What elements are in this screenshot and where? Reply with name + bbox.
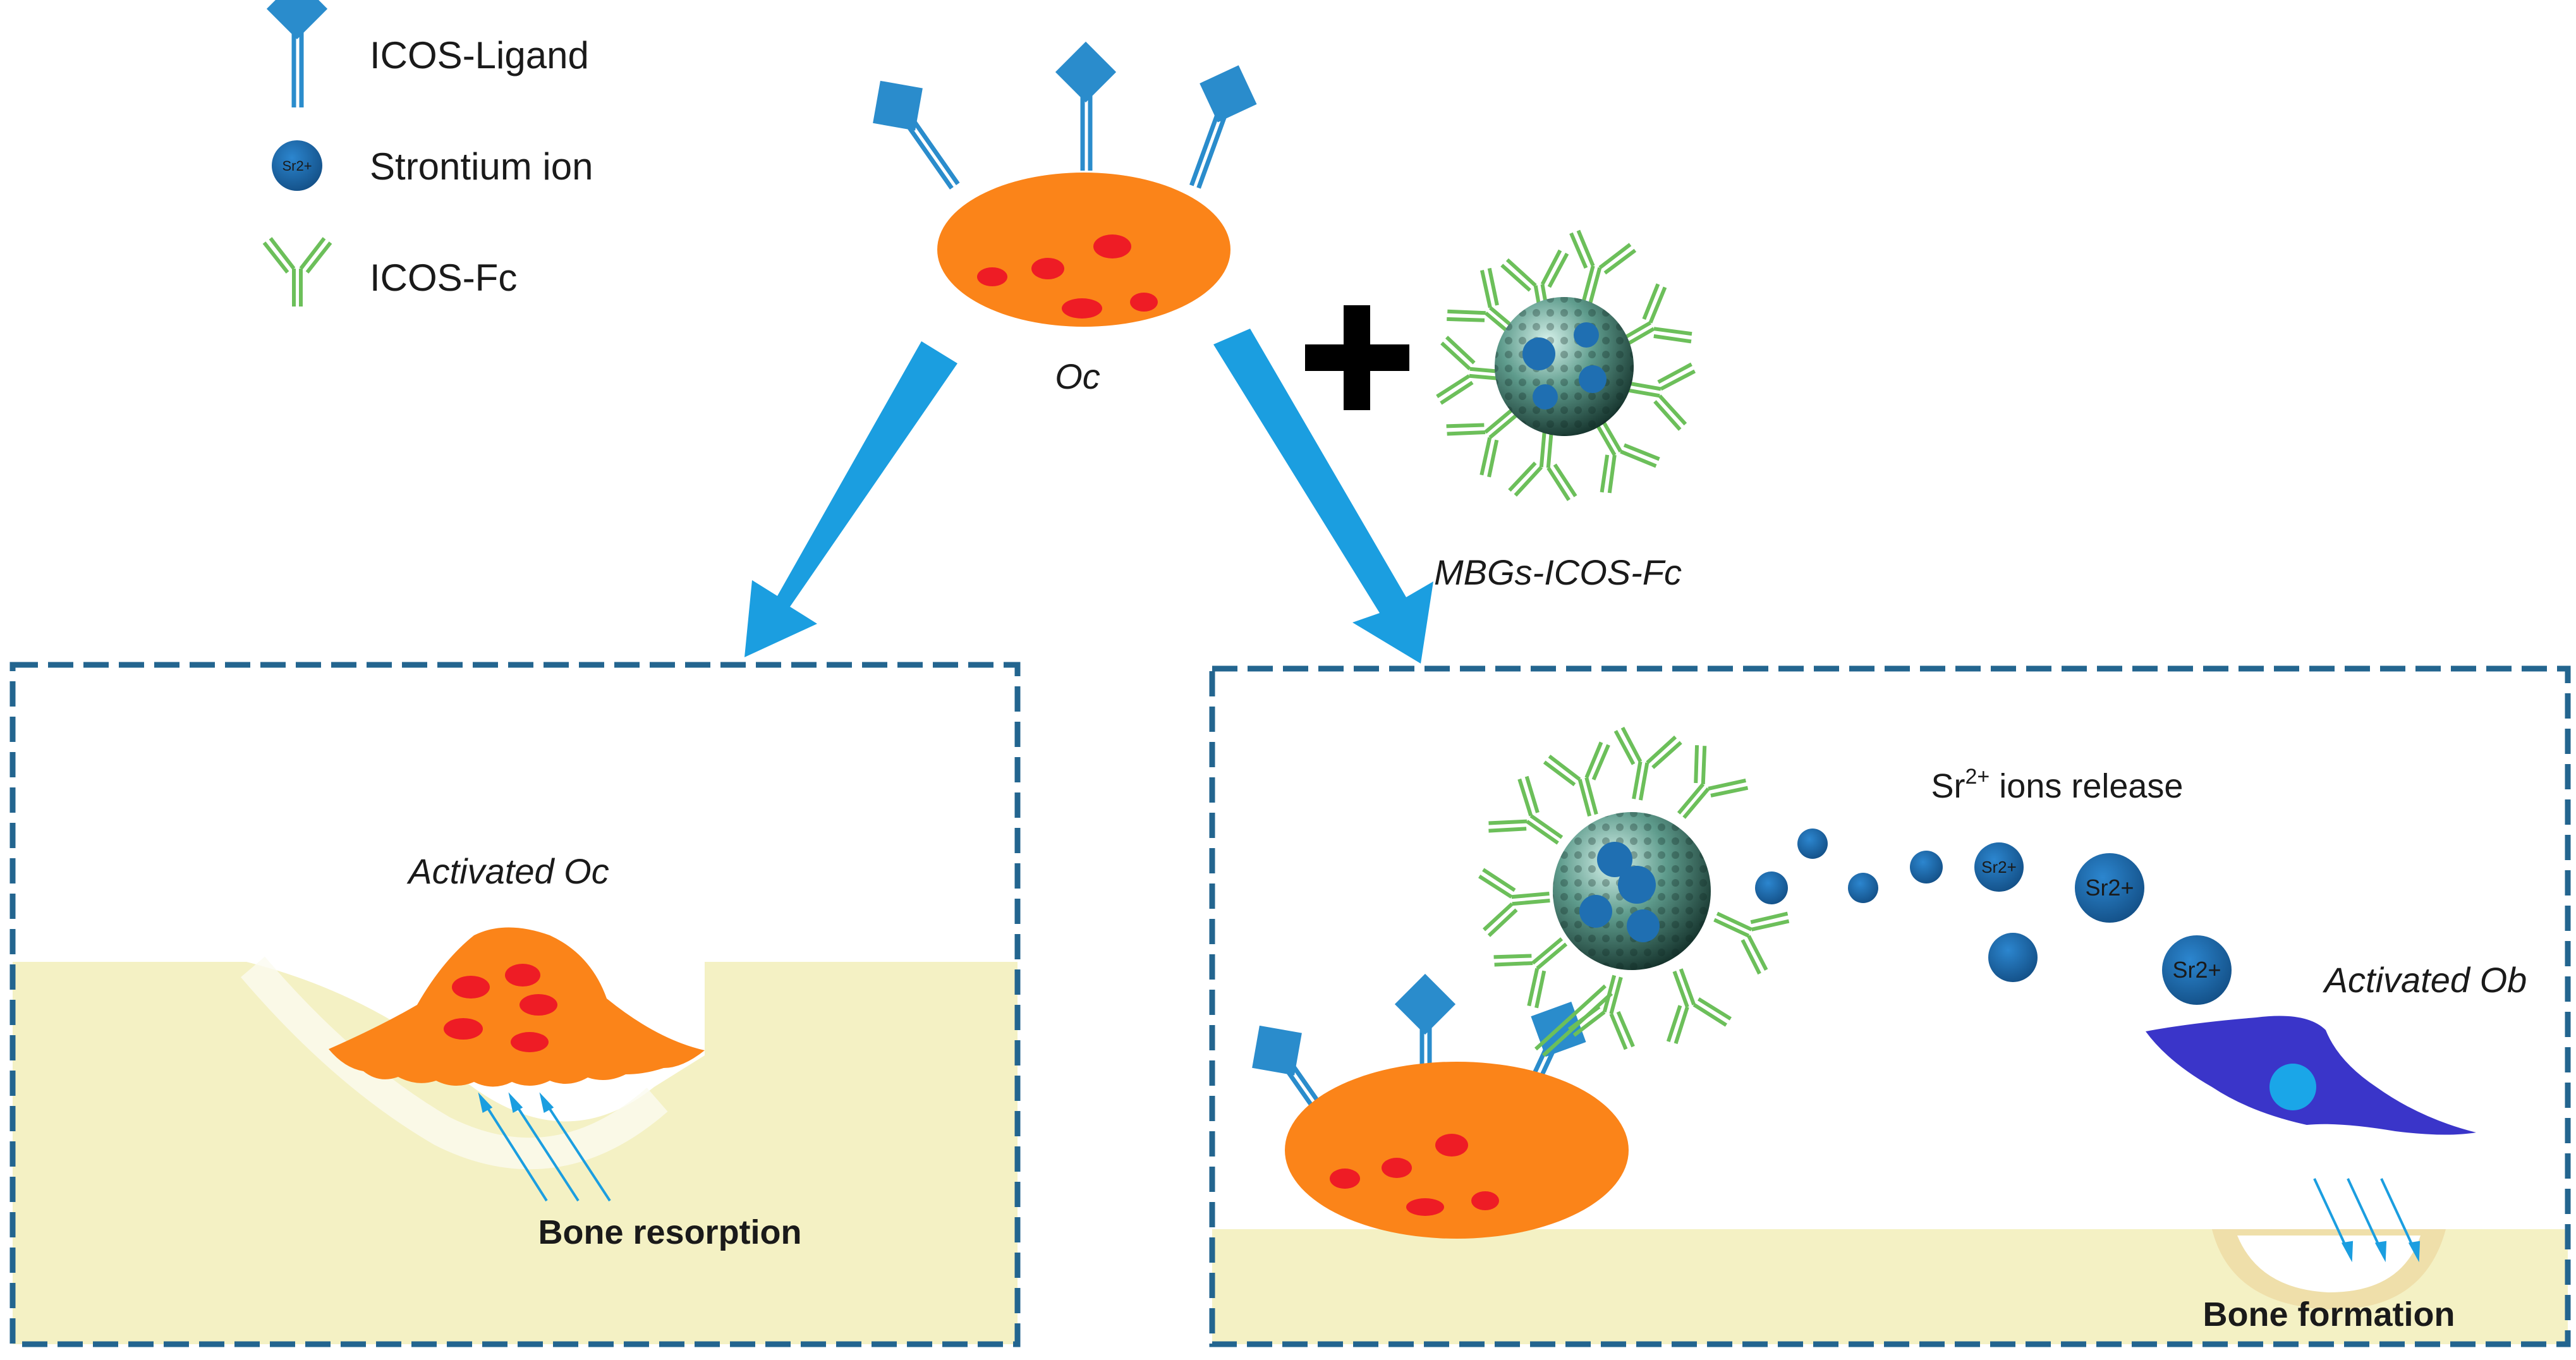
icos-fc-icon [264,238,331,307]
label-activated-oc: Activated Oc [406,851,609,891]
strontium-ion [1848,873,1878,903]
activated-osteoclast [329,927,705,1087]
osteoclast-bound [1235,974,1629,1239]
strontium-ion [1910,851,1943,883]
strontium-ion [1988,933,2038,982]
strontium-ions-released: Sr2+ Sr2+ Sr2+ [1755,829,2232,1005]
ion-label: Sr2+ [2085,875,2134,901]
strontium-ion [2075,853,2144,923]
strontium-ion [1755,871,1788,904]
activated-osteoblast [2146,1016,2476,1135]
label-sr-ions-release: Sr2+ ions release [1931,765,2184,805]
mbg-icos-fc-particle-top [1437,229,1696,501]
ion-label: Sr2+ [2172,957,2221,983]
arrow-left [744,341,957,657]
resorption-arrows [478,1092,611,1202]
label-activated-ob: Activated Ob [2323,960,2527,1000]
osteoclast-top [856,42,1267,327]
label-oc: Oc [1055,356,1100,396]
panel-right [1209,665,2571,1347]
legend-label-icos-fc: ICOS-Fc [370,257,517,299]
icos-ligand-icon [267,0,327,107]
legend-label-icos-ligand: ICOS-Ligand [370,34,589,76]
legend: ICOS-Ligand Sr2+ Strontium ion ICOS-Fc [264,0,593,307]
label-mbgs-icos-fc: MBGs-ICOS-Fc [1434,552,1682,592]
strontium-ion [1797,829,1828,859]
strontium-ion [1974,842,2024,892]
legend-label-strontium-ion: Strontium ion [370,145,593,188]
plus-sign [1305,305,1409,410]
label-bone-formation: Bone formation [2203,1296,2455,1333]
arrow-right [1213,329,1433,664]
label-bone-resorption: Bone resorption [538,1213,801,1251]
formation-arrows [2313,1178,2421,1263]
strontium-ion [2162,935,2232,1005]
ion-label: Sr2+ [1981,858,2017,877]
strontium-ion-icon: Sr2+ [272,140,322,191]
strontium-ion-icon-label: Sr2+ [282,158,312,174]
mbg-icos-fc-particle-bound [1479,727,1792,1057]
